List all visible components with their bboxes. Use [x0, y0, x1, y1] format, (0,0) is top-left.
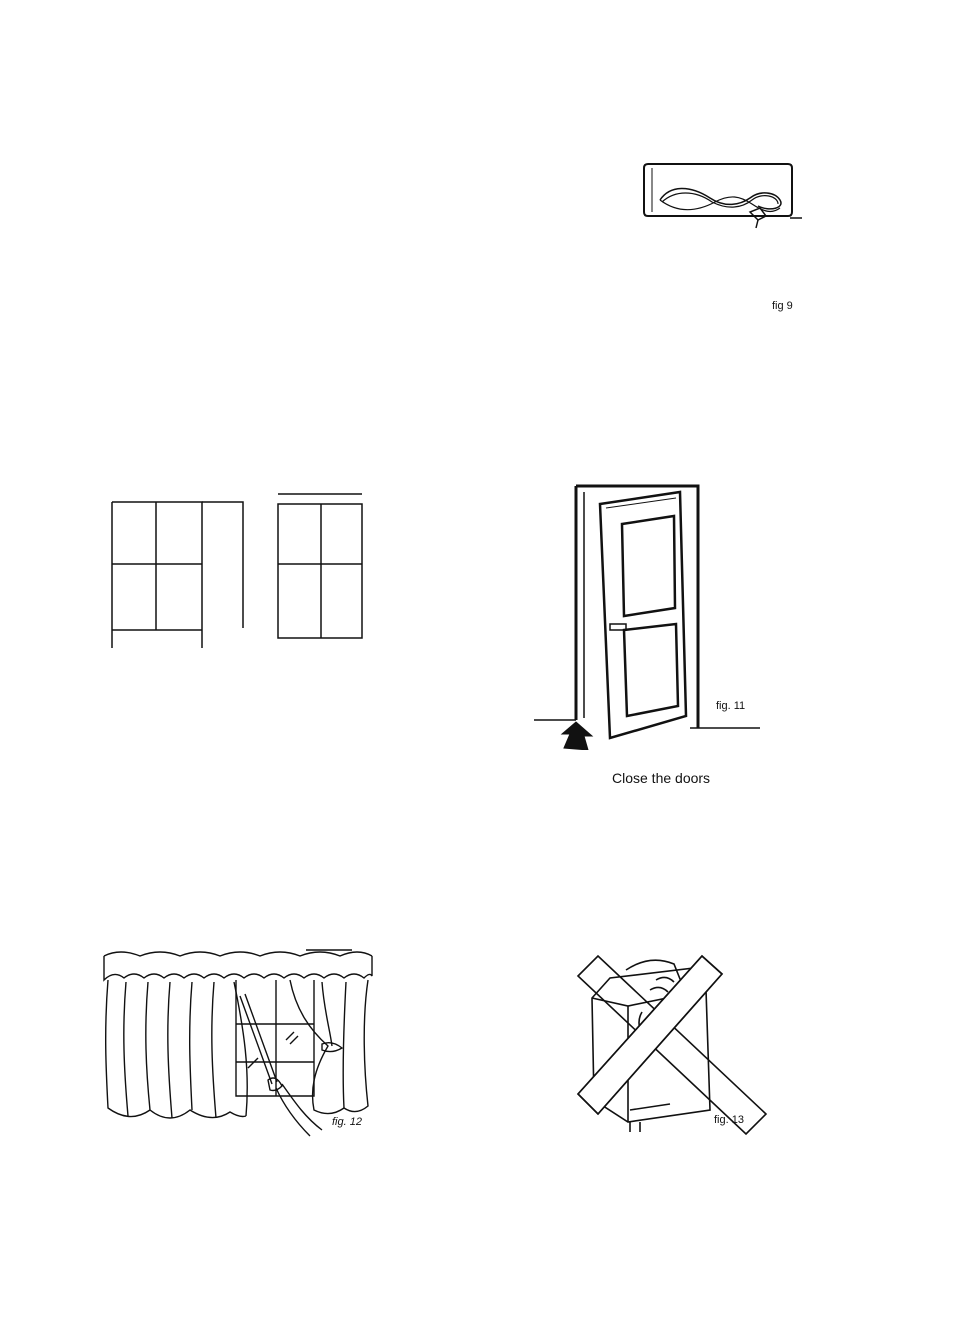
figure-10: [110, 492, 370, 652]
figure-9: fig 9: [640, 160, 810, 320]
close-doors-instruction: Close the doors: [612, 770, 710, 786]
fig11-caption: fig. 11: [716, 700, 745, 712]
power-cord-illustration: [640, 160, 810, 240]
fig12-caption: fig. 12: [332, 1116, 362, 1128]
fig9-caption: fig 9: [772, 300, 793, 312]
window-layout-illustration: [110, 492, 370, 652]
crossed-out-illustration: [570, 950, 770, 1140]
fig13-caption: fig. 13: [714, 1114, 744, 1126]
figure-13: fig. 13: [570, 950, 770, 1140]
figure-11: fig. 11 Close the doors: [530, 480, 770, 800]
figure-12: fig. 12: [100, 940, 380, 1140]
curtains-illustration: [100, 940, 380, 1140]
